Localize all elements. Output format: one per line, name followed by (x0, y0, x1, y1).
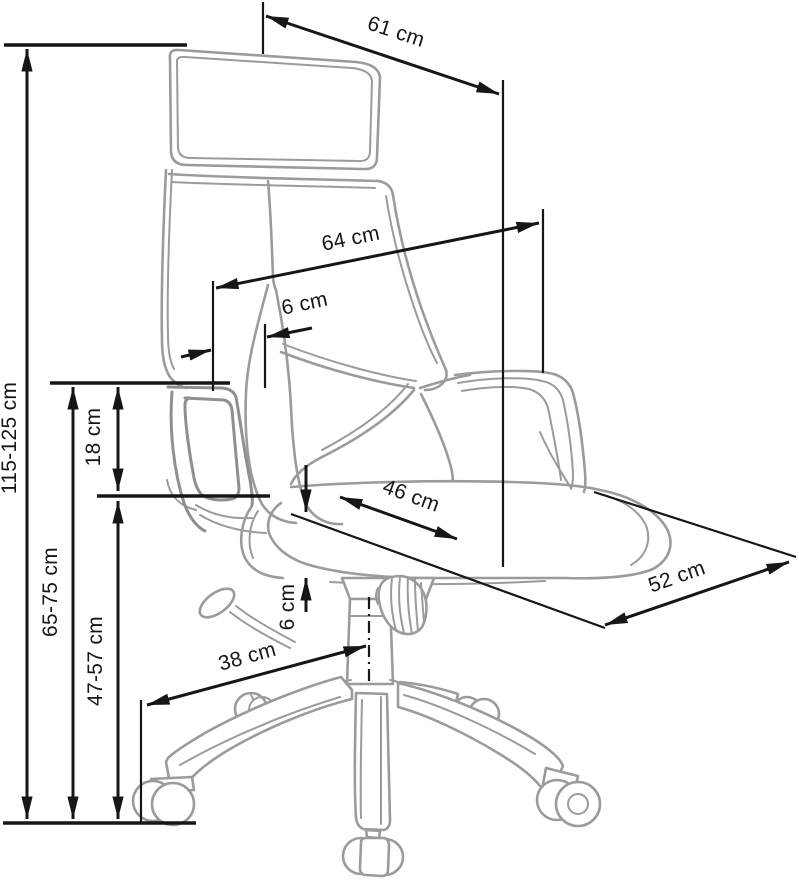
ext-52-front (593, 490, 797, 559)
chair-seat-fill (268, 481, 671, 579)
chair-support-band-right (274, 288, 344, 526)
chair-seat-left-side-inner (248, 510, 259, 559)
chair-drawing (131, 48, 672, 878)
chair-lever-arm1 (229, 611, 291, 649)
dim-seat-width (339, 495, 458, 541)
chair-lattice-to-armrest (418, 373, 472, 390)
chair-headrest-inner (175, 55, 373, 163)
dimension-labels: 115-125 cm 18 cm 65-75 cm 47-57 cm 6 cm … (0, 12, 708, 706)
dimension-annotations (3, 2, 797, 825)
chair-lattice-to-seat-left-inner (321, 383, 409, 451)
chair-lever-paddle (198, 587, 236, 619)
chair-far-armrest-outer (453, 369, 587, 494)
label-backrest-offset: 6 cm (279, 288, 329, 320)
chair-support-band-left (244, 283, 298, 525)
chair-knob-ribs (390, 576, 425, 635)
chair-knob-neck (375, 587, 379, 605)
chair-backrest-seam (266, 179, 278, 292)
chair-lever-arm2 (235, 605, 296, 643)
label-seat-height: 47-57 cm (84, 616, 107, 706)
chair-seat-rear-left-curve1 (195, 504, 253, 520)
chair-far-armrest-strut (539, 431, 572, 489)
chair-right-leg (396, 681, 565, 792)
chair-seat-rear-left-curve2 (199, 514, 267, 534)
chair-right-caster (535, 766, 602, 828)
chair-center-caster (341, 828, 405, 878)
chair-far-armrest-inner (461, 385, 562, 481)
chair-near-armrest (166, 385, 254, 533)
chair-backrest-left-edge-inner (166, 169, 175, 370)
chair-backrest-bottom-junction (166, 479, 197, 511)
dim-base-reach (146, 644, 367, 707)
label-armrest-height: 65-75 cm (39, 547, 62, 637)
dim-backrest-offset-left (180, 348, 212, 361)
chair-backrest-right-edge (391, 193, 448, 372)
chair-lattice-to-seat-left (289, 388, 416, 486)
chair-lattice-to-seat-right (419, 392, 455, 491)
label-armrest-to-seat: 18 cm (82, 408, 105, 467)
chair-headrest-outer (168, 48, 382, 171)
chair-lattice-upper (279, 350, 416, 390)
dim-backrest-width (215, 221, 540, 290)
label-backrest-width: 64 cm (320, 222, 382, 256)
label-backrest-top-width: 61 cm (365, 12, 428, 52)
dim-backrest-offset-right (266, 326, 313, 339)
chair-front-left-caster (131, 775, 196, 827)
chair-backrest-top-edge-inner (171, 181, 376, 189)
chair-center-leg (353, 691, 392, 832)
chair-seat-left-side (239, 504, 285, 580)
chair-lattice-corner (423, 368, 448, 392)
chair-backrest-top-edge (167, 172, 395, 197)
dim-seat-depth (604, 560, 790, 627)
chair-far-armrest-mid (457, 377, 574, 490)
chair-lattice-upper-inner (282, 343, 417, 382)
dim-backrest-top-width (265, 14, 500, 96)
label-base-reach: 38 cm (216, 638, 279, 676)
label-overall-height: 115-125 cm (0, 382, 21, 494)
label-seat-thickness: 6 cm (276, 584, 299, 631)
